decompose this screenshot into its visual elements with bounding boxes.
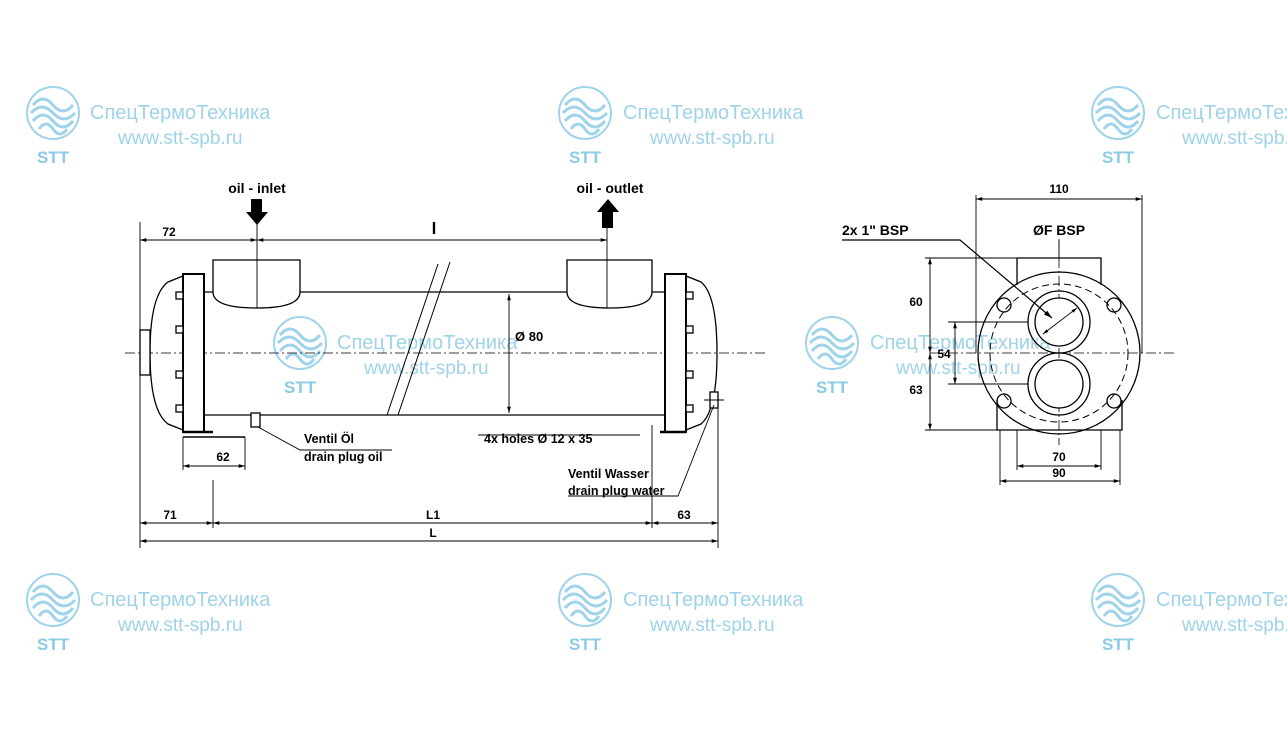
oil-drain-plug — [250, 412, 261, 428]
watermark-company: СпецТермоТехника — [337, 332, 518, 354]
watermark-company: СпецТермоТехника — [623, 589, 804, 611]
dim-90-label: 90 — [1052, 466, 1066, 480]
watermark-site: www.stt-spb.ru — [1181, 615, 1287, 636]
watermark-bottom-right: STT СпецТермоТехника www.stt-spb.ru — [1090, 572, 1287, 654]
watermark-logo-text: STT — [37, 635, 70, 654]
watermark-logo-text: STT — [1102, 148, 1135, 167]
watermark-site: www.stt-spb.ru — [117, 615, 243, 636]
bolt-hole — [1106, 393, 1122, 409]
watermark-mid-right: STT СпецТермоТехника www.stt-spb.ru — [804, 315, 1051, 397]
bsp-ports-label: 2x 1" BSP — [842, 222, 909, 238]
watermark-site: www.stt-spb.ru — [117, 128, 243, 149]
dim-63-label: 63 — [909, 383, 923, 397]
dim-110-label: 110 — [1049, 182, 1069, 196]
watermark-company: СпецТермоТехника — [870, 332, 1051, 354]
front-view — [125, 199, 765, 548]
water-drain-leader — [568, 404, 715, 497]
dim-71-label: 71 — [163, 508, 177, 522]
watermark-top-left: STT СпецТермоТехника www.stt-spb.ru — [25, 85, 271, 167]
top-nozzle — [1016, 257, 1102, 285]
water-drain-label-line1: Ventil Wasser — [568, 467, 649, 481]
watermark-company: СпецТермоТехника — [1156, 102, 1287, 124]
mounting-foot — [996, 400, 1123, 431]
watermark-logo-text: STT — [569, 635, 602, 654]
watermark-site: www.stt-spb.ru — [649, 615, 775, 636]
oil-inlet-label: oil - inlet — [228, 180, 286, 196]
dim-L-label: L — [429, 526, 436, 540]
watermark-top-center: STT СпецТермоТехника www.stt-spb.ru — [557, 85, 804, 167]
bsp-ports-leader — [842, 239, 1053, 319]
oil-drain-leader — [257, 426, 392, 451]
bolt-hole — [996, 393, 1012, 409]
watermark-top-right: STT СпецТермоТехника www.stt-spb.ru — [1090, 85, 1287, 167]
dim-diameter-label: Ø 80 — [515, 329, 543, 344]
oil-outlet-label: oil - outlet — [577, 180, 644, 196]
watermark-company: СпецТермоТехника — [90, 589, 271, 611]
watermark-logo-text: STT — [37, 148, 70, 167]
watermark-site: www.stt-spb.ru — [895, 358, 1021, 379]
watermark-site: www.stt-spb.ru — [649, 128, 775, 149]
watermark-company: СпецТермоТехника — [1156, 589, 1287, 611]
dim-62-label: 62 — [216, 450, 230, 464]
dim-l-label: l — [432, 219, 437, 238]
side-view — [842, 195, 1175, 485]
front-view-labels: oil - inlet oil - outlet 72 l Ø 80 62 Ve… — [162, 180, 691, 540]
watermark-site: www.stt-spb.ru — [363, 358, 489, 379]
watermark-site: www.stt-spb.ru — [1181, 128, 1287, 149]
watermark-bottom-left: STT СпецТермоТехника www.stt-spb.ru — [25, 572, 271, 654]
watermark-logo-text: STT — [284, 378, 317, 397]
side-view-labels: 110 2x 1" BSP ØF BSP 60 54 63 70 90 — [842, 182, 1085, 480]
bolt-hole — [1106, 297, 1122, 313]
dim-L1-label: L1 — [426, 508, 440, 522]
watermark-logo-text: STT — [816, 378, 849, 397]
water-drain-label-line2: drain plug water — [568, 484, 665, 498]
watermark-logo-text: STT — [569, 148, 602, 167]
dim-70-label: 70 — [1052, 450, 1066, 464]
watermark-company: СпецТермоТехника — [90, 102, 271, 124]
flange — [977, 271, 1141, 435]
watermark-logo-text: STT — [1102, 635, 1135, 654]
bsp-f-label: ØF BSP — [1033, 222, 1085, 238]
holes-label: 4x holes Ø 12 x 35 — [484, 432, 592, 446]
dim-72-label: 72 — [162, 225, 176, 239]
outlet-arrow-icon — [597, 199, 619, 228]
outlet-nozzle — [566, 259, 653, 309]
oil-drain-label-line1: Ventil Öl — [304, 431, 354, 446]
inlet-arrow-icon — [246, 199, 268, 225]
watermark-mid-left: STT СпецТермоТехника www.stt-spb.ru — [272, 315, 518, 397]
dim-54-label: 54 — [937, 347, 951, 361]
watermark-bottom-center: STT СпецТермоТехника www.stt-spb.ru — [557, 572, 804, 654]
bolt-hole — [996, 297, 1012, 313]
oil-drain-label-line2: drain plug oil — [304, 450, 382, 464]
dim-60-label: 60 — [909, 295, 923, 309]
dim-63-label: 63 — [677, 508, 691, 522]
watermark-company: СпецТермоТехника — [623, 102, 804, 124]
right-end-cap — [660, 273, 724, 434]
inlet-nozzle — [212, 259, 301, 309]
